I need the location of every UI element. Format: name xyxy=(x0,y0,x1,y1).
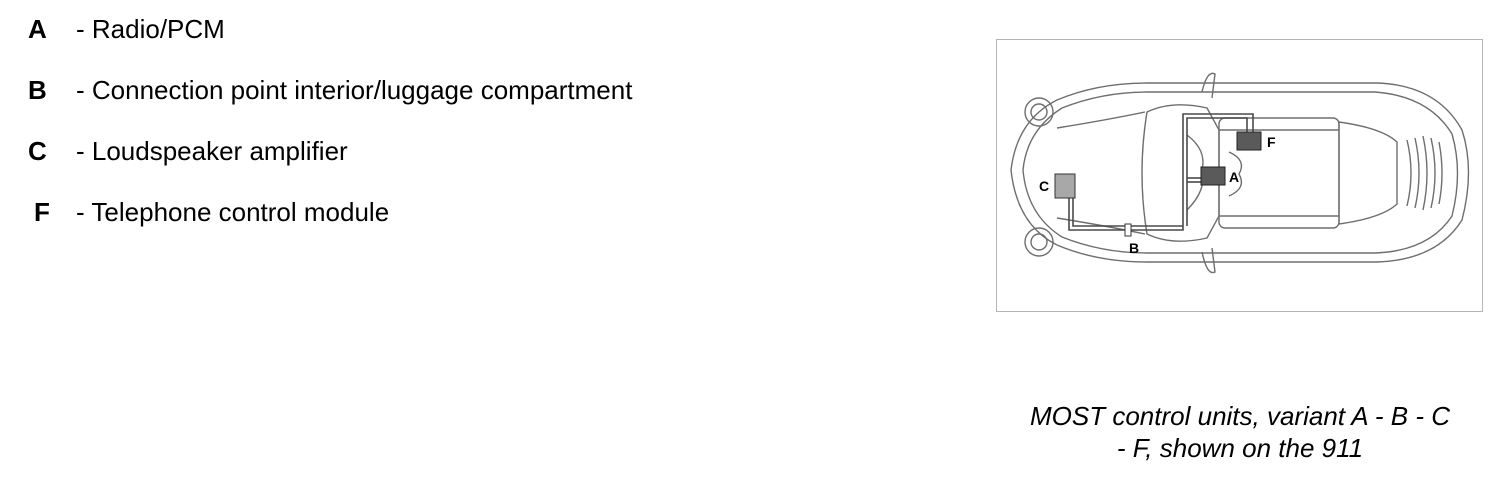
legend-key: B xyxy=(28,75,47,105)
rear-window xyxy=(1338,121,1398,225)
hood-line-top xyxy=(1056,111,1146,129)
car-outline xyxy=(1010,72,1470,274)
callout-c: C xyxy=(1039,178,1049,194)
most-ring-wiring xyxy=(1068,113,1254,231)
headlight-top-inner xyxy=(1030,103,1048,121)
headlight-bottom xyxy=(1024,227,1054,257)
legend-item-a: A - Radio/PCM xyxy=(28,12,928,73)
module-f-telephone xyxy=(1236,131,1262,151)
mirror-top xyxy=(1201,72,1216,99)
headlight-top xyxy=(1024,97,1054,127)
callout-a: A xyxy=(1229,169,1239,185)
connection-point-b xyxy=(1124,223,1132,237)
legend-key: C xyxy=(28,136,47,166)
vehicle-diagram: C A F B xyxy=(1010,72,1470,274)
legend-text: - Telephone control module xyxy=(76,197,390,227)
windshield xyxy=(1141,104,1220,242)
mirror-bottom xyxy=(1201,247,1216,274)
headlight-bottom-inner xyxy=(1030,233,1048,251)
legend-text: - Radio/PCM xyxy=(76,14,225,44)
caption-line-2: - F, shown on the 911 xyxy=(1116,433,1364,463)
engine-grille xyxy=(1406,135,1443,211)
legend-item-c: C - Loudspeaker amplifier xyxy=(28,134,928,195)
callout-f: F xyxy=(1267,134,1276,150)
car-inner-outline xyxy=(1022,91,1459,254)
legend-item-f: F - Telephone control module xyxy=(28,195,928,256)
legend-text: - Loudspeaker amplifier xyxy=(76,136,348,166)
callout-b: B xyxy=(1129,240,1139,256)
module-c-loudspeaker-amplifier xyxy=(1054,173,1076,199)
legend-list: A - Radio/PCM B - Connection point inter… xyxy=(28,12,928,256)
car-body-outline xyxy=(1010,82,1470,263)
module-a-radio-pcm xyxy=(1200,166,1226,186)
caption-line-1: MOST control units, variant A - B - C xyxy=(1030,401,1450,431)
vehicle-diagram-frame: C A F B xyxy=(996,39,1483,312)
figure-caption: MOST control units, variant A - B - C - … xyxy=(990,400,1490,464)
legend-text: - Connection point interior/luggage comp… xyxy=(76,75,633,105)
legend-item-b: B - Connection point interior/luggage co… xyxy=(28,73,928,134)
legend-key: A xyxy=(28,14,47,44)
legend-key: F xyxy=(34,197,50,227)
